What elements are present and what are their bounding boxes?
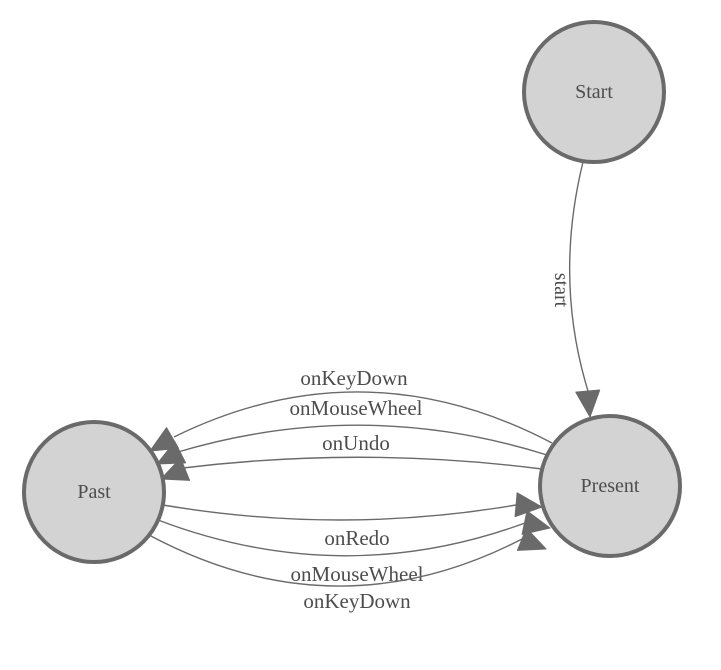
state-node-present-label: Present [581, 475, 640, 497]
state-node-past-circle[interactable] [22, 420, 166, 564]
edge-onredo-path[interactable] [162, 504, 517, 521]
edge-onmousewheel-bottom-path[interactable] [157, 519, 526, 557]
edge-label-onkeydown-bottom: onKeyDown [303, 589, 411, 613]
edge-label-start: start [550, 273, 572, 308]
edge-present-to-past-onundo[interactable]: onUndo [157, 431, 543, 490]
arrowhead-icon [521, 510, 551, 535]
edge-label-onmousewheel-bottom: onMouseWheel [291, 562, 424, 586]
state-node-past[interactable]: Past [22, 420, 166, 564]
arrowhead-icon [516, 527, 547, 551]
edge-label-onredo: onRedo [324, 526, 389, 550]
arrowhead-icon [156, 441, 187, 465]
edge-label-onkeydown-top: onKeyDown [300, 366, 408, 390]
arrowhead-icon [160, 457, 191, 481]
edge-past-to-present-onkeydown[interactable]: onKeyDown [148, 527, 550, 613]
edge-present-to-past-onmousewheel[interactable]: onMouseWheel [152, 396, 548, 475]
arrowhead-icon [575, 389, 601, 418]
state-node-start[interactable]: Start [522, 20, 666, 164]
state-node-present[interactable]: Present [538, 414, 682, 558]
edge-onmousewheel-top-path[interactable] [177, 424, 548, 456]
edge-start-to-present-path[interactable] [568, 161, 589, 392]
edge-onkeydown-bottom-path[interactable] [148, 534, 523, 587]
edge-past-to-present-onmousewheel[interactable]: onMouseWheel [157, 510, 552, 586]
edge-past-to-present-onredo[interactable]: onRedo [162, 492, 543, 550]
edge-label-onmousewheel-top: onMouseWheel [290, 396, 423, 420]
edge-onundo-path[interactable] [182, 456, 543, 470]
edge-onkeydown-top-path[interactable] [173, 391, 553, 444]
state-node-past-label: Past [77, 481, 111, 503]
edge-present-to-past-onkeydown[interactable]: onKeyDown [144, 366, 553, 461]
edge-start-to-present[interactable]: start [550, 161, 602, 418]
state-node-present-circle[interactable] [538, 414, 682, 558]
state-node-start-circle[interactable] [522, 20, 666, 164]
edge-label-onundo: onUndo [322, 431, 390, 455]
state-node-start-label: Start [575, 81, 613, 103]
